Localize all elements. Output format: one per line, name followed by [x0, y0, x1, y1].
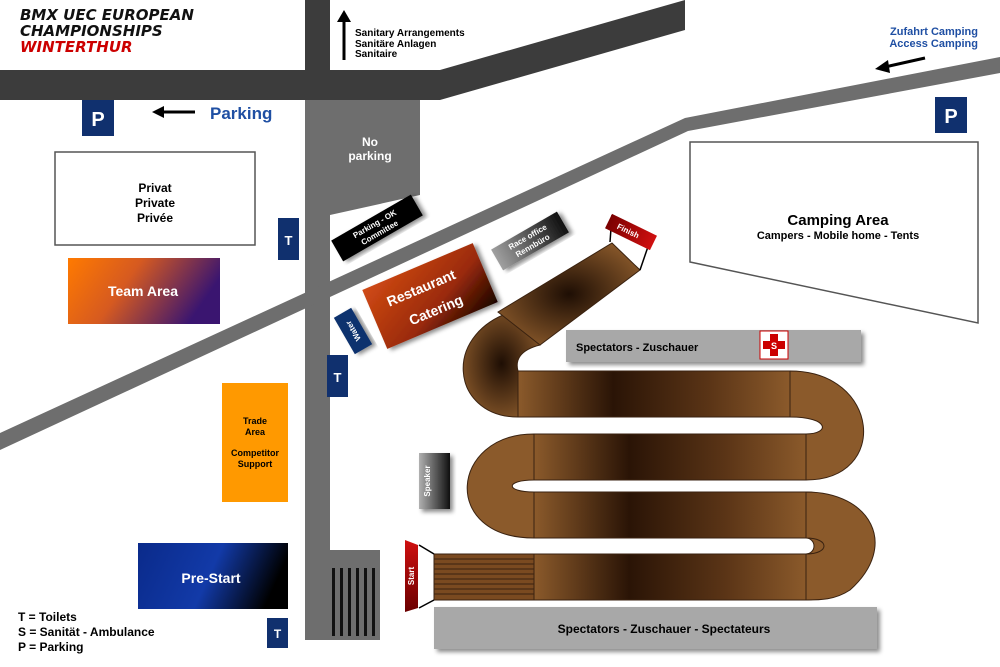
- start-flag: Start: [405, 540, 435, 612]
- camping-area-title: Camping Area: [787, 212, 889, 229]
- title-line1: BMX UEC EUROPEAN: [20, 6, 194, 24]
- camping-area: Camping Area Campers - Mobile home - Ten…: [689, 141, 979, 324]
- spectators-bottom: Spectators - Zuschauer - Spectateurs: [434, 607, 877, 649]
- track-turn-2: [466, 433, 535, 539]
- zebra-crossing: [332, 568, 375, 636]
- restaurant-catering: Restaurant Catering: [362, 243, 498, 349]
- parking-right: P: [935, 97, 967, 133]
- arrow-left-icon: [152, 106, 164, 118]
- start-ramp: [433, 553, 535, 601]
- pre-start-label: Pre-Start: [181, 570, 240, 586]
- pre-start-area: Pre-Start: [138, 543, 288, 609]
- private-line1: Privat: [138, 181, 171, 195]
- speaker-booth: Speaker: [419, 453, 450, 509]
- parking-left: P Parking: [82, 100, 272, 136]
- trade-line4: Support: [238, 459, 273, 469]
- toilet-4: T: [267, 618, 288, 648]
- race-office: Race office Rennbüro: [491, 211, 569, 271]
- road-no-parking-block: [305, 100, 420, 215]
- spectators-top-label: Spectators - Zuschauer: [576, 342, 699, 354]
- track-straight-1: [517, 370, 791, 418]
- no-parking-line2: parking: [348, 149, 391, 163]
- no-parking-line1: No: [362, 135, 378, 149]
- spectators-bottom-label: Spectators - Zuschauer - Spectateurs: [558, 622, 771, 636]
- sanitary-direction: Sanitary Arrangements Sanitäre Anlagen S…: [337, 10, 465, 60]
- parking-sign-left-letter: P: [91, 109, 104, 131]
- trade-area: Trade Area Competitor Support: [222, 383, 288, 502]
- toilet-1: T: [278, 218, 299, 260]
- camping-access-line1: Zufahrt Camping: [890, 26, 978, 38]
- water-station: Water: [333, 307, 373, 355]
- speaker-label: Speaker: [423, 465, 432, 496]
- track-straight-4: [533, 553, 807, 601]
- legend-t: T = Toilets: [18, 610, 77, 624]
- sanitary-line3: Sanitaire: [355, 49, 398, 60]
- finish-flag: Finish: [605, 213, 657, 271]
- camping-access-direction: Zufahrt Camping Access Camping: [875, 26, 978, 73]
- track-turn-0: [462, 309, 541, 418]
- toilet-icon: T: [285, 233, 293, 248]
- camping-area-subtitle: Campers - Mobile home - Tents: [757, 230, 919, 242]
- trade-line1: Trade: [243, 416, 267, 426]
- start-ramp-stripes: [434, 558, 534, 595]
- team-area-label: Team Area: [108, 283, 178, 299]
- road-vertical-top: [305, 0, 330, 100]
- track-straight-3: [533, 491, 807, 539]
- spectators-top: Spectators - Zuschauer S: [566, 330, 861, 362]
- first-aid-letter: S: [771, 341, 777, 351]
- private-line3: Privée: [137, 211, 173, 225]
- road-upper-diagonal: [440, 0, 685, 100]
- arrow-left-icon: [875, 60, 890, 73]
- parking-sign-right: [935, 97, 967, 133]
- track-straight-2: [533, 433, 807, 481]
- title-line2: CHAMPIONSHIPS: [20, 22, 163, 40]
- camping-access-line2: Access Camping: [889, 38, 978, 50]
- title-line3: WINTERTHUR: [20, 38, 133, 56]
- road-top-right-diagonal: [330, 70, 440, 100]
- bmx-track: [433, 242, 876, 601]
- road-vertical: [305, 100, 330, 640]
- sanitary-line1: Sanitary Arrangements: [355, 28, 465, 39]
- road-top-horizontal: [0, 70, 305, 100]
- no-parking-zone: No parking: [348, 135, 391, 163]
- private-line2: Private: [135, 196, 175, 210]
- sanitary-line2: Sanitäre Anlagen: [355, 39, 436, 50]
- team-area: Team Area: [68, 258, 220, 324]
- track-turn-1: [789, 370, 865, 481]
- legend-s: S = Sanität - Ambulance: [18, 625, 155, 639]
- start-label: Start: [407, 567, 416, 586]
- parking-label: Parking: [210, 104, 272, 123]
- trade-line3: Competitor: [231, 448, 279, 458]
- parking-sign-left: [82, 100, 114, 136]
- first-aid-sign: S: [759, 330, 789, 360]
- toilet-icon: T: [274, 627, 282, 641]
- legend-p: P = Parking: [18, 640, 83, 654]
- trade-line2: Area: [245, 427, 266, 437]
- arrow-up-icon: [337, 10, 351, 22]
- toilet-2: T: [327, 355, 348, 397]
- event-title: BMX UEC EUROPEAN CHAMPIONSHIPS WINTERTHU…: [20, 6, 194, 56]
- private-area: Privat Private Privée: [54, 151, 256, 246]
- parking-sign-right-letter: P: [944, 106, 957, 128]
- toilet-icon: T: [334, 370, 342, 385]
- legend: T = Toilets S = Sanität - Ambulance P = …: [18, 610, 155, 654]
